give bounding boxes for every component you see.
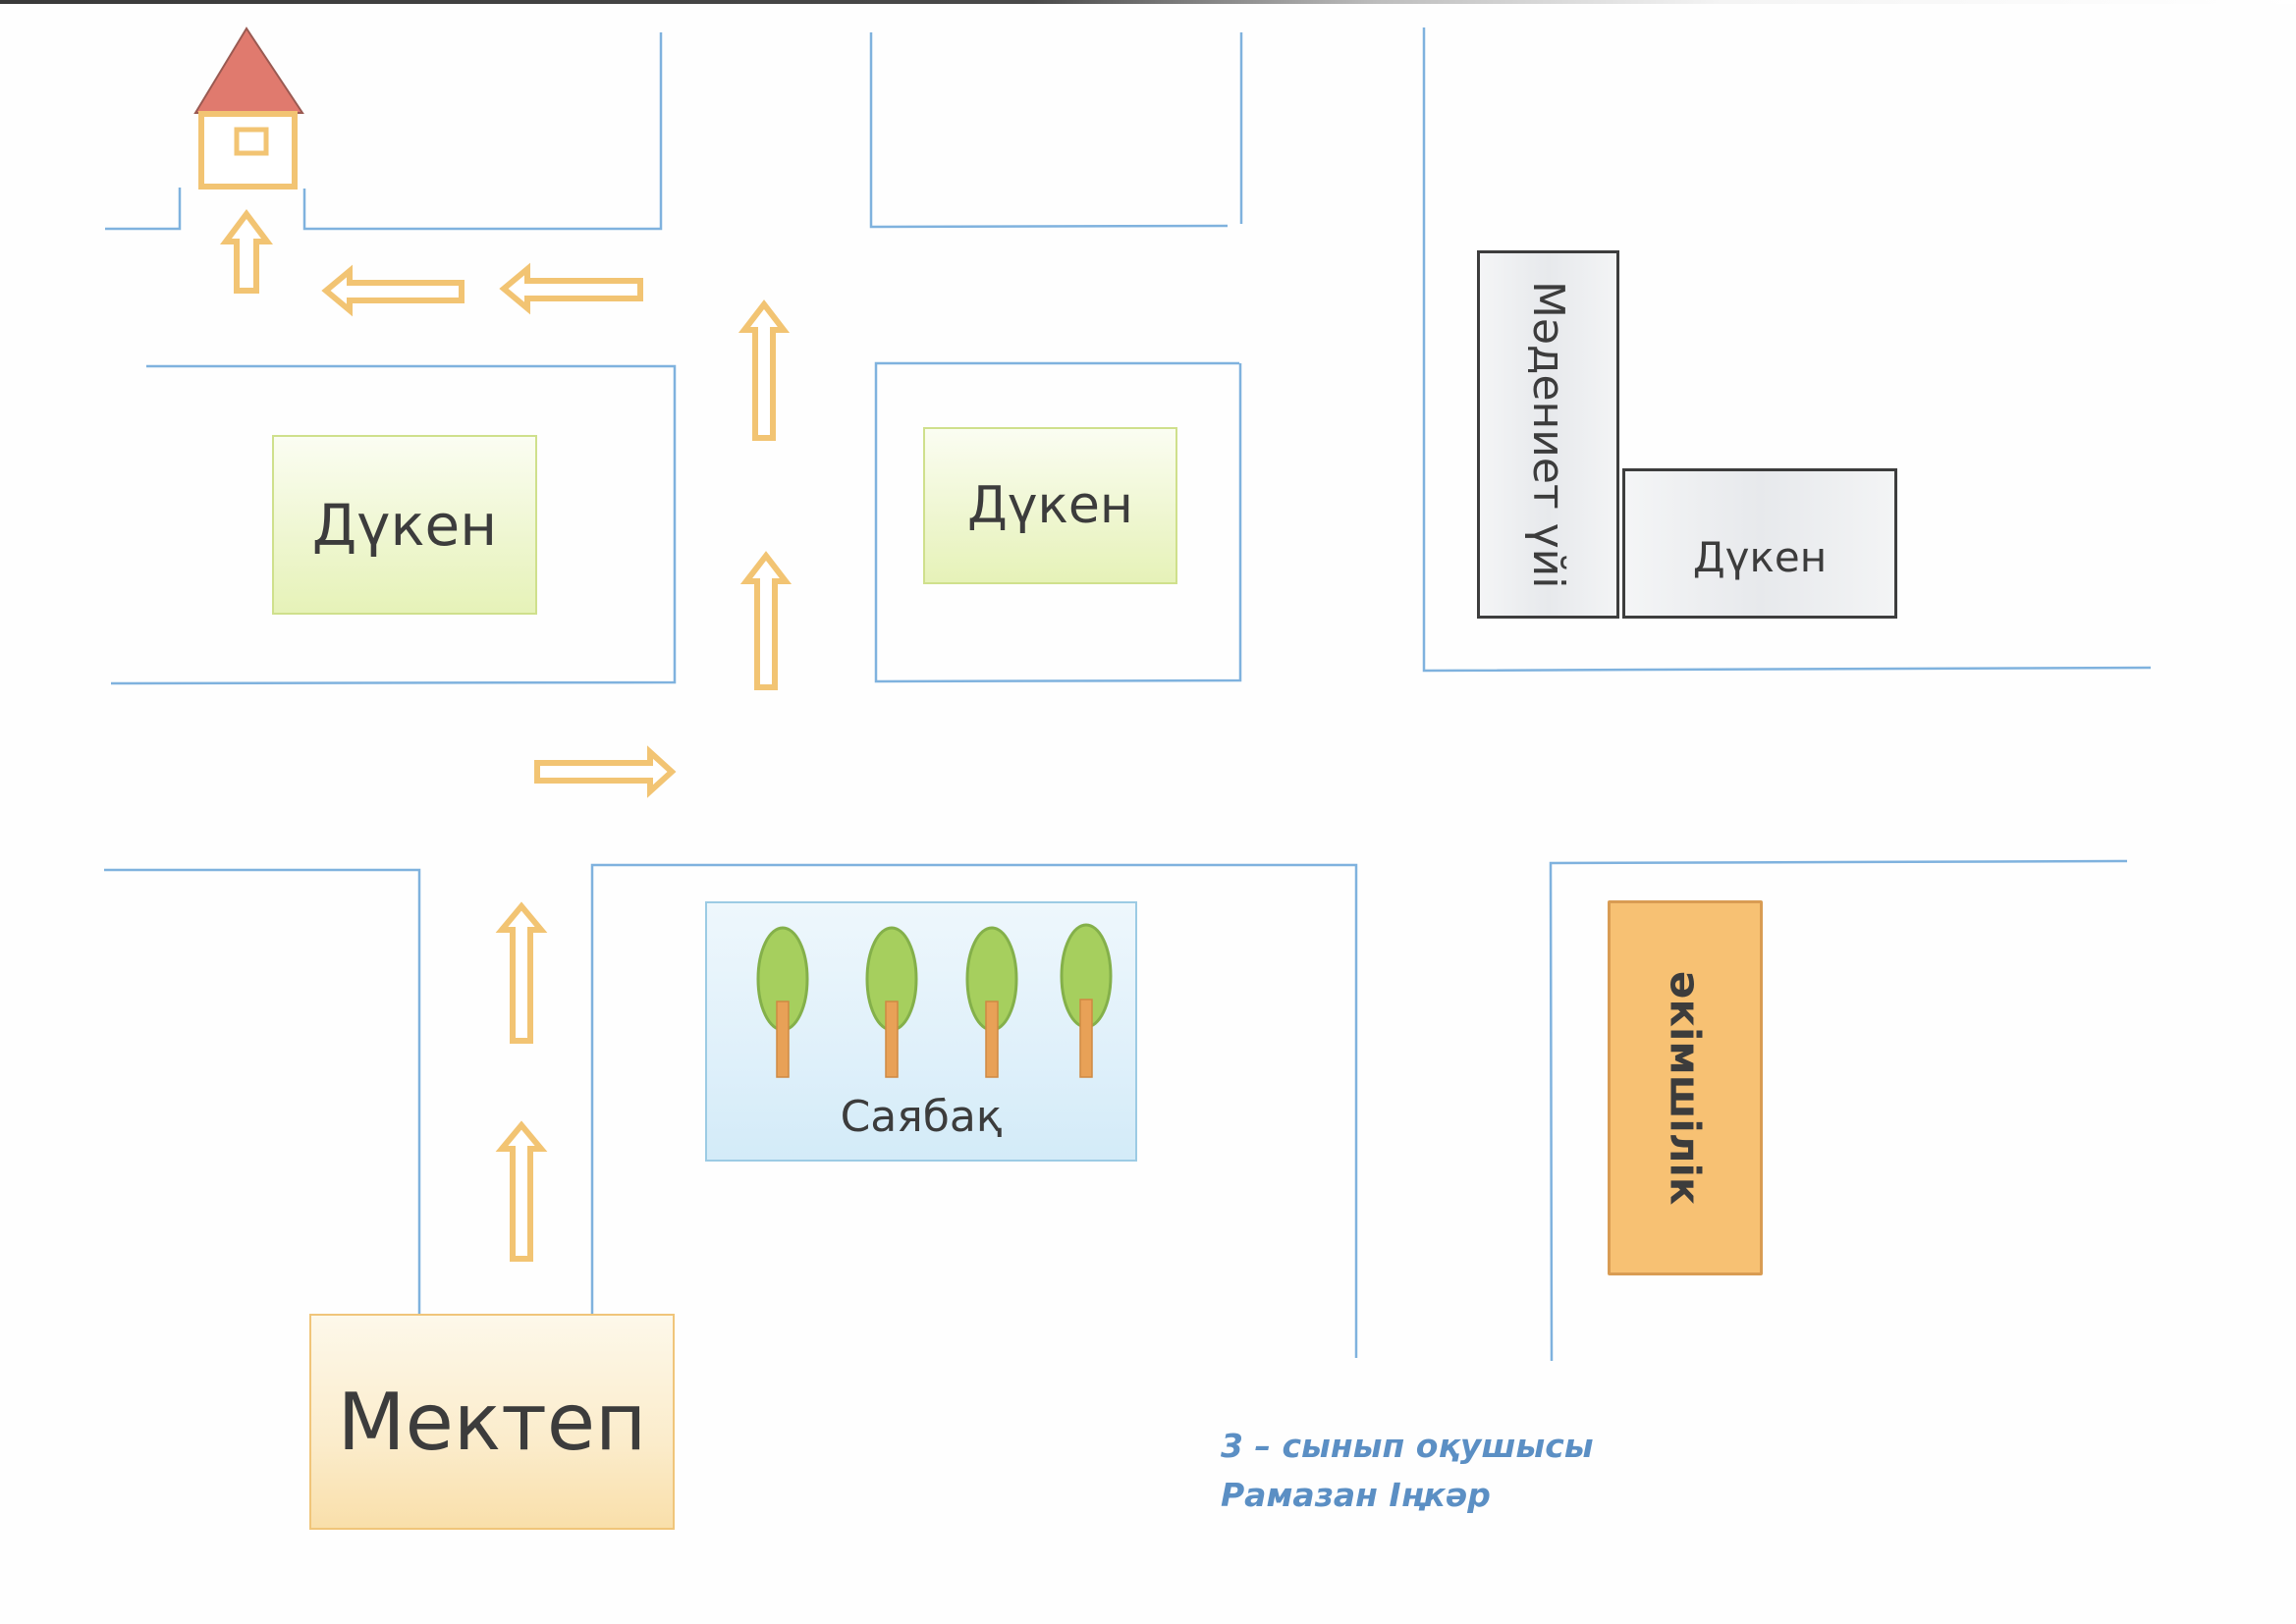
scan-edge xyxy=(0,0,2296,4)
author-credit: 3 – сынып оқушысы Рамазан Іңкәр xyxy=(1221,1422,1594,1520)
roof xyxy=(193,27,304,114)
arrow-up-icon xyxy=(220,209,273,294)
shop-1: Дүкен xyxy=(272,435,537,615)
shop-2: Дүкен xyxy=(923,427,1177,584)
road-edges xyxy=(104,27,2152,1362)
shop-2-label: Дүкен xyxy=(967,476,1133,535)
road-edge xyxy=(1422,27,2152,673)
road-edge xyxy=(104,868,421,1314)
road-edge xyxy=(874,361,1242,683)
administration-label: әкімшілік xyxy=(1661,970,1710,1206)
school-label: Мектеп xyxy=(337,1376,647,1468)
culture-house-label: Мәдениет үйі xyxy=(1523,280,1573,589)
road-edge xyxy=(302,32,663,231)
credit-line-1: 3 – сынып оқушысы xyxy=(1221,1427,1594,1465)
credit-line-2: Рамазан Іңкәр xyxy=(1221,1476,1491,1514)
shop-3-label: Дүкен xyxy=(1692,533,1828,581)
arrow-left-icon xyxy=(321,264,465,317)
shop-3: Дүкен xyxy=(1622,468,1897,619)
arrow-left-icon xyxy=(499,262,643,315)
arrow-up-icon xyxy=(738,299,791,441)
park: Саябақ xyxy=(705,901,1137,1162)
road-edge xyxy=(1549,859,2128,1362)
road-edge xyxy=(110,364,677,685)
road-edge xyxy=(590,863,1358,1358)
route xyxy=(220,209,793,1262)
arrow-right-icon xyxy=(534,745,677,798)
road-edge xyxy=(105,188,182,231)
house-icon xyxy=(193,27,304,189)
school: Мектеп xyxy=(309,1314,675,1530)
arrow-up-icon xyxy=(739,551,793,690)
culture-house: Мәдениет үйі xyxy=(1477,250,1619,619)
arrow-up-icon xyxy=(495,1120,548,1262)
arrow-up-icon xyxy=(495,901,548,1044)
shop-1-label: Дүкен xyxy=(311,491,498,559)
administration: әкімшілік xyxy=(1608,900,1763,1275)
road-edge xyxy=(869,32,1229,229)
house-window xyxy=(234,127,269,156)
park-label: Саябақ xyxy=(840,1092,1003,1142)
